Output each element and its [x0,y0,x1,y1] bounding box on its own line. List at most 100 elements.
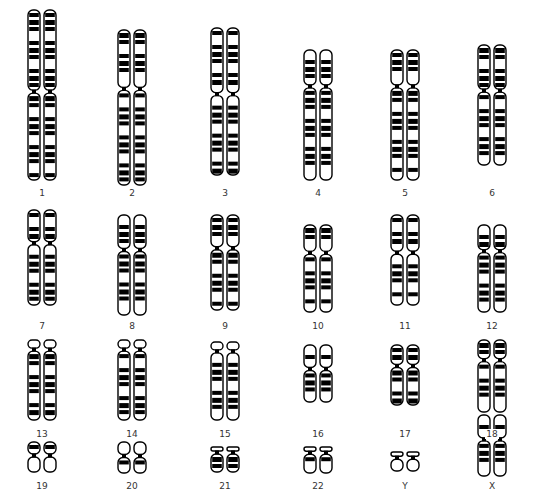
centromere [308,84,312,88]
centromere [498,249,502,253]
chromosome-band [45,173,55,177]
chromosome [391,345,419,405]
chromatid-arm [44,340,56,348]
chromosome-band [408,218,418,222]
chromatid-arm [478,441,490,476]
chromatid-arm [118,215,130,249]
chromosome-band [495,284,505,288]
chromosome-band [29,403,39,407]
chromosome-band [479,235,489,239]
chromosome-band [495,123,505,127]
chromosome-number: Y [401,481,409,491]
chromosome-band [408,348,418,352]
chromatid-arm [478,92,490,165]
chromosome [304,50,332,180]
chromatid-arm [320,345,332,367]
chromosome [304,447,332,473]
chromatid-arm [494,253,506,312]
chromosome-band [408,239,418,244]
chromatid-arm [407,254,419,305]
chromosome-band [392,399,402,404]
centromere [308,251,312,255]
chromosome-band [228,391,238,395]
chromatid-arm [227,250,239,310]
chromosome-band [119,403,129,408]
chromosome-band [228,363,238,367]
chromosome-band [29,13,39,17]
chromosome-band [305,74,315,78]
chromosome-band [392,264,402,268]
chromatid-arm [320,454,332,473]
centromere [324,367,328,371]
chromatid-arm [134,457,146,473]
chromosome-band [392,239,402,244]
chromosome-band [212,225,222,230]
chromosome-band [212,218,222,222]
chromosome-band [228,274,238,278]
chromosome-band [495,379,505,383]
chromatid-arm [304,254,316,312]
chromosome-band [321,387,331,391]
chromatid-arm [320,370,332,402]
chromosome-number: 19 [35,481,48,491]
centromere [138,454,142,458]
chromosome-band [135,382,145,386]
chromosome-band [29,213,39,217]
chromatid-arm [227,215,239,247]
chromosome-band [119,149,129,153]
chromosome-band [408,98,418,102]
chromatid-arm [134,90,146,185]
chromatid-arm [211,215,223,247]
centromere [308,367,312,371]
chromatid-arm [134,442,146,454]
chromosome-band [29,131,39,135]
chromosome-band [45,103,55,107]
chromosome-band [228,398,238,403]
chromosome-band [228,405,238,409]
chromatid-arm [44,210,56,242]
chromosome-band [392,378,402,382]
chromosome-band [45,389,55,393]
chromosome-band [135,403,145,408]
chromosome-band [408,264,418,268]
chromosome-band [305,105,315,109]
chromosome-band [212,391,222,395]
chromosome-number: 15 [218,429,231,439]
chromosome [28,10,56,180]
chromosome [28,340,56,420]
chromatid-arm [118,340,130,348]
chromosome-band [29,83,39,87]
chromosome-band [212,253,222,258]
chromatid-arm [320,225,332,251]
chromosome-band [321,67,331,72]
chromosome-band [212,281,222,286]
chromosome-band [212,398,222,403]
chromosome-band [228,253,238,258]
chromatid-arm [28,457,40,472]
centromere [324,451,328,455]
chromosome-band [29,375,39,379]
chromosome-band [305,285,315,289]
chromosome-band [305,67,315,72]
chromosome-band [135,375,145,380]
chromosome-band [321,161,331,165]
chromosome-band [479,343,489,348]
chromosome-band [495,263,505,268]
chromosome-band [135,177,145,181]
chromosome-band [135,396,145,400]
chromosome-band [392,355,402,360]
chromosome-band [228,113,238,118]
chromosome-band [479,458,489,462]
chromosome-band [45,27,55,31]
chromosome-band [321,74,331,78]
chromosome-band [479,291,489,296]
centromere [324,84,328,88]
chromosome-band [392,140,402,144]
chromatid-arm [28,10,40,90]
chromatid-arm [118,90,130,185]
chromosome [28,210,56,305]
chromatid-arm [211,353,223,420]
chromatid-arm [28,442,40,454]
chromosome-band [305,60,315,64]
chromosome-number: 11 [398,321,411,331]
